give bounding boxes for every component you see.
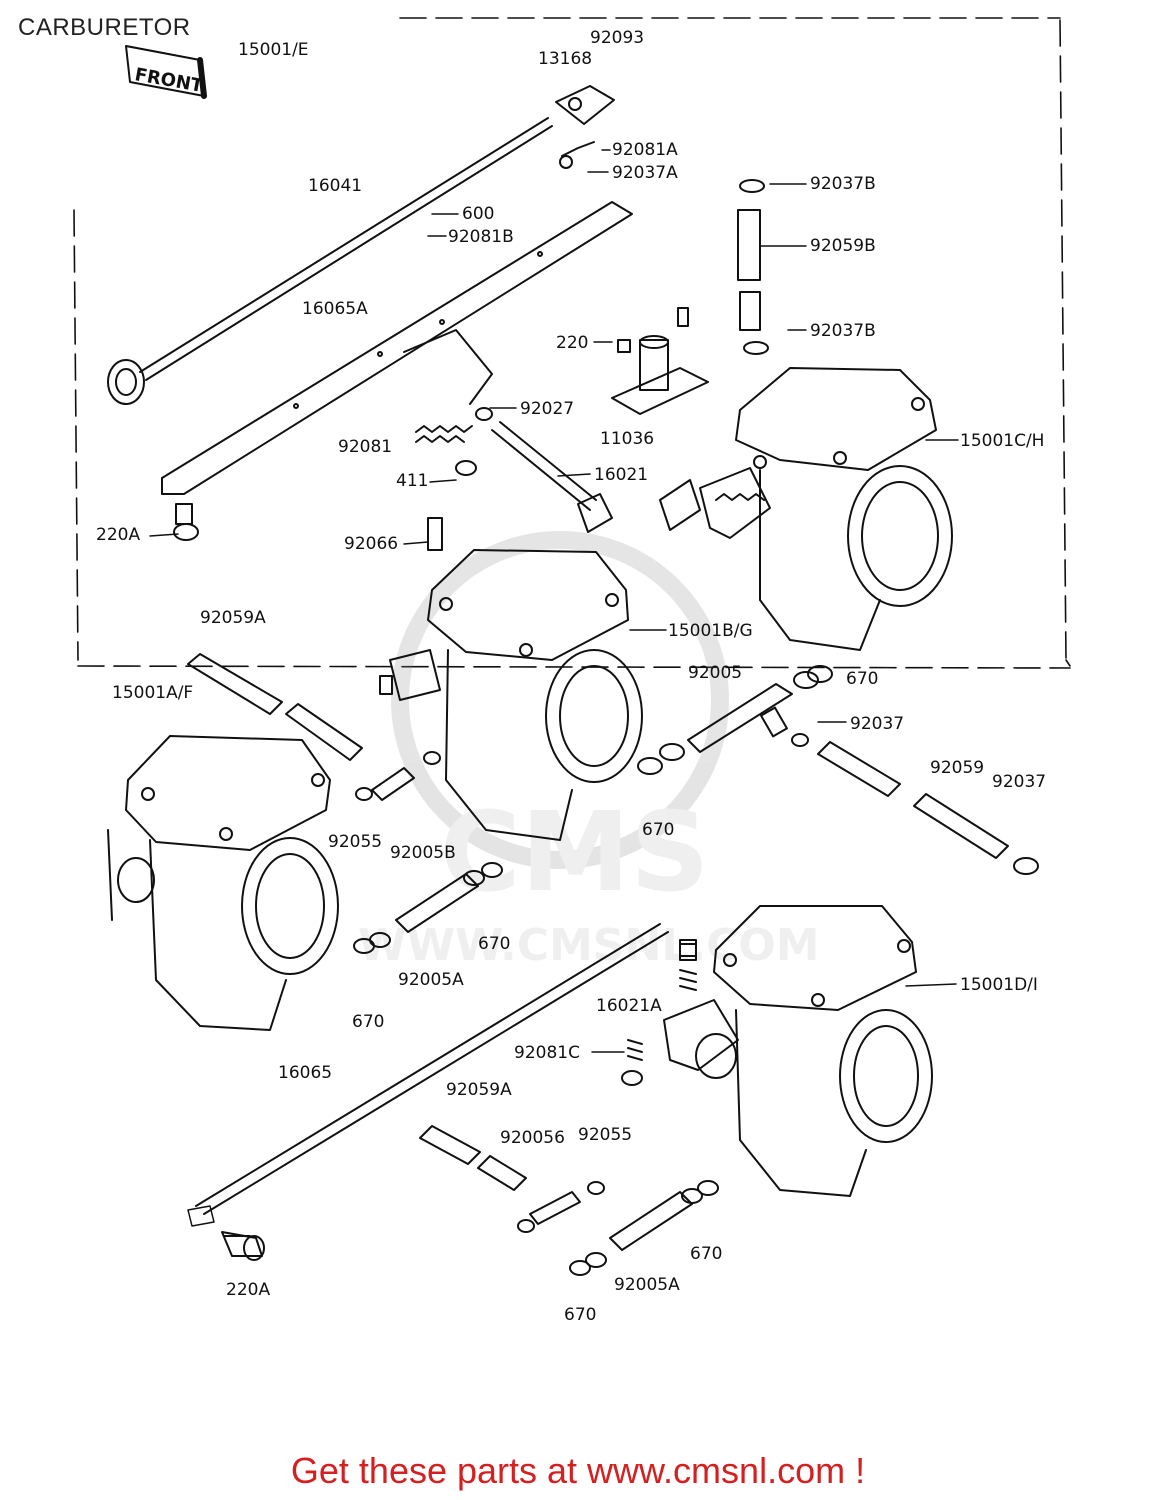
carburetor-di (663, 905, 933, 1197)
part-label: 92059 (930, 758, 985, 778)
part-label: 670 (478, 934, 511, 954)
part-label: 92027 (520, 399, 575, 419)
fuel-joint-92005b-bottom (517, 1181, 605, 1233)
part-label: 92059A (200, 608, 266, 628)
leader-lines (149, 149, 959, 1053)
part-label: 92055 (578, 1125, 633, 1145)
screw-220a-top (173, 503, 199, 541)
part-label: 220A (96, 525, 141, 545)
part-label: 411 (396, 471, 429, 491)
part-label: 15001/E (238, 40, 309, 60)
fuel-joint-92005 (637, 665, 833, 775)
screw-220a-bottom (221, 1231, 265, 1261)
diagram-title: CARBURETOR (18, 14, 191, 41)
part-label: 92005A (614, 1275, 680, 1295)
part-label: 600 (462, 204, 495, 224)
part-label: 92081B (448, 227, 514, 247)
part-label: 11036 (600, 429, 655, 449)
part-label: 16065A (302, 299, 368, 319)
part-label: 670 (564, 1305, 597, 1325)
fitting-11036 (611, 307, 709, 415)
spring-16021a (621, 939, 697, 1086)
part-label: 92055 (328, 832, 383, 852)
carburetor-af (107, 735, 339, 1031)
part-label: 92059A (446, 1080, 512, 1100)
part-label: 16021 (594, 465, 649, 485)
part-label: 15001B/G (668, 621, 753, 641)
part-label: 92081C (514, 1043, 580, 1063)
part-label: 92081 (338, 437, 393, 457)
part-label: 92037 (850, 714, 905, 734)
hose-92059a-top (187, 653, 363, 761)
watermark-brand: CMS (440, 788, 709, 916)
part-label: 670 (642, 820, 675, 840)
part-label: 92037 (992, 772, 1047, 792)
carburetor-bg (379, 549, 643, 841)
watermark-url: WWW.CMSNL.COM (358, 920, 820, 971)
part-label: 92037B (810, 321, 876, 341)
choke-bracket (161, 201, 633, 495)
part-label: 670 (846, 669, 879, 689)
part-label: 92093 (590, 28, 645, 48)
hose-92059a-bottom (419, 1125, 527, 1191)
part-label: 92059B (810, 236, 876, 256)
front-tag: FRONT (125, 45, 207, 99)
part-label: 92066 (344, 534, 399, 554)
part-label: 15001D/I (960, 975, 1038, 995)
part-label: 15001A/F (112, 683, 194, 703)
diagram-frame (73, 17, 1071, 669)
part-label: 92081A (612, 140, 678, 160)
part-label: 16041 (308, 176, 363, 196)
part-label: 220 (556, 333, 589, 353)
hose-92059-right (791, 733, 1039, 875)
part-label: 670 (690, 1244, 723, 1264)
part-label: 92005A (398, 970, 464, 990)
part-label: 16065 (278, 1063, 333, 1083)
part-label: 15001C/H (960, 431, 1045, 451)
cms-watermark: CMS WWW.CMSNL.COM (358, 531, 820, 971)
part-label: 920056 (500, 1128, 565, 1148)
choke-shaft (107, 117, 553, 405)
part-label: 92005 (688, 663, 743, 683)
hose-92059b (737, 179, 769, 355)
part-label: 16021A (596, 996, 662, 1016)
part-label: 220A (226, 1280, 271, 1300)
adjuster-16021 (475, 407, 613, 533)
plug-92066 (427, 517, 443, 551)
fuel-joint-92005a-mid (353, 751, 503, 954)
spring-92081 (415, 425, 477, 476)
part-label: 92037B (810, 174, 876, 194)
part-label: 92005B (390, 843, 456, 863)
promo-footer-link[interactable]: Get these parts at www.cmsnl.com ! (290, 1450, 866, 1491)
part-label: 92037A (612, 163, 678, 183)
cable-bracket (555, 85, 615, 169)
fuel-joint-92005a-bottom (569, 1180, 719, 1276)
part-label: 13168 (538, 49, 593, 69)
carburetor-ch (659, 367, 953, 651)
throttle-shaft-16065 (187, 923, 669, 1227)
part-label: 670 (352, 1012, 385, 1032)
